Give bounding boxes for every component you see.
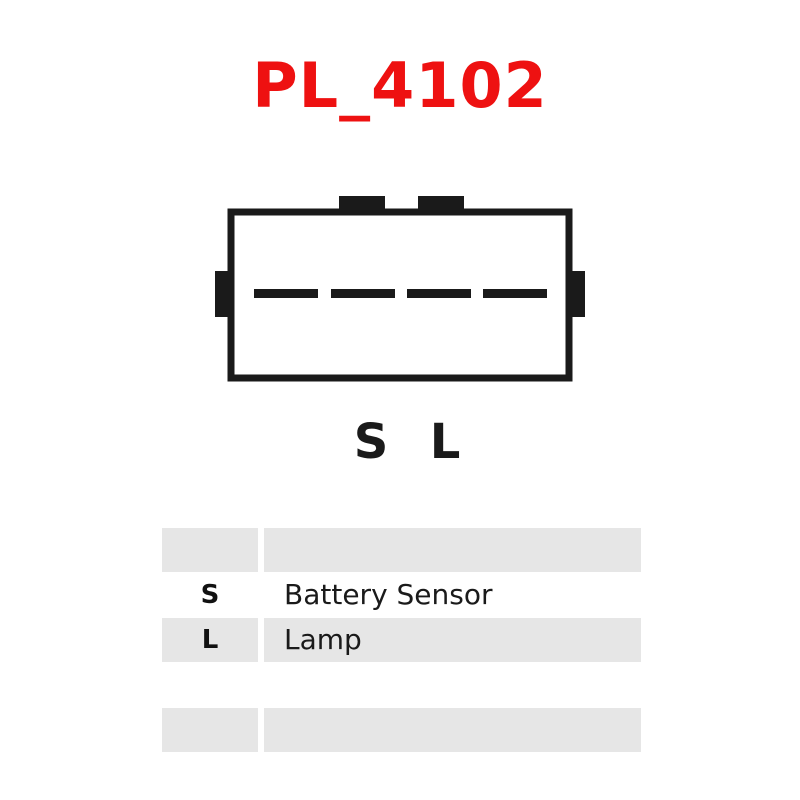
pin-label-l: L <box>429 414 461 470</box>
terminal-slot-2 <box>331 289 395 298</box>
part-number-title: PL_4102 <box>252 49 548 122</box>
pin-label-s: S <box>353 414 389 470</box>
table-row: L Lamp <box>162 618 641 662</box>
pin-description-cell <box>264 528 641 572</box>
pin-description-cell: Battery Sensor <box>284 578 493 611</box>
pin-key-cell: L <box>162 618 258 662</box>
pin-key-cell <box>162 528 258 572</box>
terminal-slot-1 <box>254 289 318 298</box>
table-row <box>162 528 641 572</box>
pin-key-cell <box>162 708 258 752</box>
pin-key-cell <box>162 663 258 707</box>
pin-key-cell: S <box>200 580 220 610</box>
terminal-slot-4 <box>483 289 547 298</box>
table-row <box>162 708 641 752</box>
pin-legend-table: S Battery Sensor L Lamp <box>162 528 641 753</box>
table-row: S Battery Sensor <box>162 573 641 617</box>
pin-description-cell: Lamp <box>264 618 641 662</box>
pin-description-cell <box>264 708 641 752</box>
pin-description-cell <box>264 663 641 707</box>
table-row <box>162 663 641 707</box>
terminal-slot-3 <box>407 289 471 298</box>
